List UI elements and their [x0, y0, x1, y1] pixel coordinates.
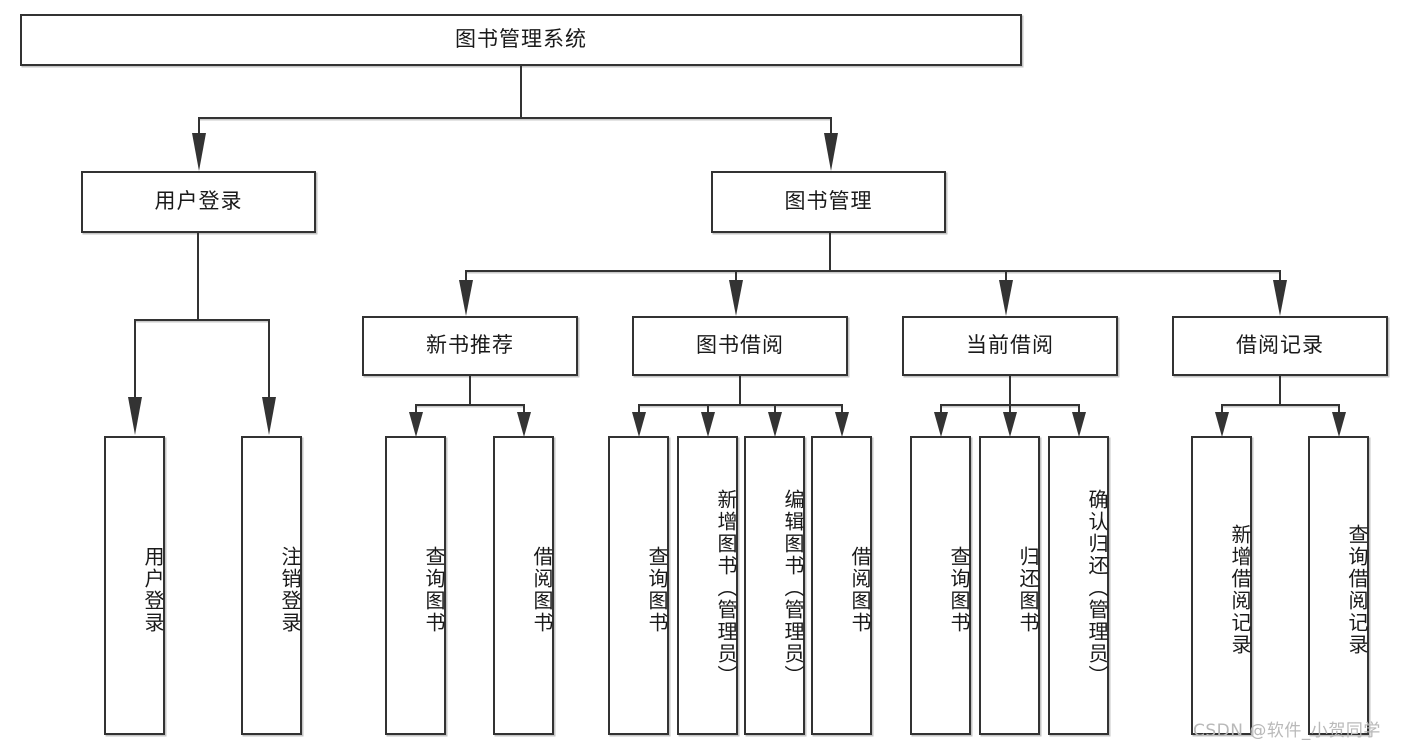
connector-new-book-drop-1	[415, 404, 417, 414]
connector-book-borrow-stem	[739, 376, 741, 405]
connector-level2-drop-borrow-record	[1279, 270, 1281, 282]
node-label: 借阅记录	[1236, 333, 1324, 358]
connector-current-borrow-drop-2	[1009, 404, 1011, 414]
connector-current-borrow-drop-1	[940, 404, 942, 414]
node-user-login[interactable]: 用户登录	[81, 171, 316, 233]
node-label: 当前借阅	[966, 333, 1054, 358]
node-label: 借阅图书	[530, 545, 554, 634]
node-current-borrow[interactable]: 当前借阅	[902, 316, 1118, 376]
node-leaf-user-logout[interactable]: 注销登录	[241, 436, 302, 735]
node-leaf-borrow-book-2[interactable]: 借阅图书	[811, 436, 872, 735]
node-leaf-query-book-1[interactable]: 查询图书	[385, 436, 446, 735]
connector-current-borrow-stem	[1009, 376, 1011, 405]
arrow-user-login	[192, 133, 206, 171]
connector-level2-drop-new-book	[465, 270, 467, 282]
node-new-book-recommend[interactable]: 新书推荐	[362, 316, 578, 376]
arrow-leaf-add-record	[1215, 412, 1229, 437]
arrow-leaf-return-book	[1003, 412, 1017, 437]
connector-borrow-record-stem	[1279, 376, 1281, 405]
connector-root-stem	[520, 66, 522, 118]
connector-book-manage-stem	[829, 233, 831, 271]
node-label: 查询图书	[947, 545, 971, 634]
connector-borrow-record-drop-2	[1338, 404, 1340, 414]
arrow-leaf-borrow-book-1	[517, 412, 531, 437]
connector-book-borrow-drop-1	[638, 404, 640, 414]
connector-new-book-stem	[469, 376, 471, 405]
connector-book-borrow-drop-2	[707, 404, 709, 414]
node-label: 编辑图书（管理员）	[781, 488, 805, 687]
connector-user-login-bus	[134, 319, 270, 321]
node-label: 借阅图书	[848, 545, 872, 634]
arrow-leaf-user-logout	[262, 397, 276, 435]
node-leaf-add-book[interactable]: 新增图书（管理员）	[677, 436, 738, 735]
connector-user-login-drop-2	[268, 319, 270, 399]
node-label: 查询借阅记录	[1345, 523, 1369, 656]
node-leaf-edit-book[interactable]: 编辑图书（管理员）	[744, 436, 805, 735]
node-label: 图书管理	[784, 189, 873, 214]
node-book-borrow[interactable]: 图书借阅	[632, 316, 848, 376]
node-leaf-add-record[interactable]: 新增借阅记录	[1191, 436, 1252, 735]
arrow-leaf-query-book-1	[409, 412, 423, 437]
node-label: 图书借阅	[696, 333, 784, 358]
node-label: 新增借阅记录	[1228, 523, 1252, 656]
node-label: 确认归还（管理员）	[1085, 488, 1109, 687]
node-book-manage[interactable]: 图书管理	[711, 171, 946, 233]
arrow-book-borrow	[729, 280, 743, 316]
connector-borrow-record-bus	[1221, 404, 1340, 406]
node-label: 新书推荐	[426, 333, 514, 358]
node-leaf-query-book-3[interactable]: 查询图书	[910, 436, 971, 735]
node-root[interactable]: 图书管理系统	[20, 14, 1022, 66]
arrow-leaf-user-login	[128, 397, 142, 435]
arrow-borrow-record	[1273, 280, 1287, 316]
connector-new-book-bus	[415, 404, 525, 406]
arrow-leaf-borrow-book-2	[835, 412, 849, 437]
node-borrow-record[interactable]: 借阅记录	[1172, 316, 1388, 376]
connector-book-borrow-bus	[638, 404, 843, 406]
connector-level2-drop-current-borrow	[1005, 270, 1007, 282]
arrow-leaf-edit-book	[768, 412, 782, 437]
connector-level1-bus	[198, 117, 832, 119]
watermark-csdn: CSDN @软件_小贺同学	[1193, 721, 1381, 741]
arrow-current-borrow	[999, 280, 1013, 316]
connector-new-book-drop-2	[523, 404, 525, 414]
connector-user-login-stem	[197, 233, 199, 320]
node-label: 用户登录	[154, 189, 243, 214]
arrow-book-manage	[824, 133, 838, 171]
arrow-leaf-query-book-2	[632, 412, 646, 437]
connector-user-login-drop-1	[134, 319, 136, 399]
node-leaf-return-book[interactable]: 归还图书	[979, 436, 1040, 735]
node-label: 注销登录	[278, 545, 302, 634]
connector-level1-drop-user-login	[198, 117, 200, 135]
node-label: 查询图书	[422, 545, 446, 634]
connector-level1-drop-book-manage	[830, 117, 832, 135]
node-label: 用户登录	[141, 545, 165, 634]
arrow-leaf-query-book-3	[934, 412, 948, 437]
node-label: 图书管理系统	[455, 27, 587, 52]
connector-level2-drop-book-borrow	[735, 270, 737, 282]
connector-borrow-record-drop-1	[1221, 404, 1223, 414]
node-leaf-query-record[interactable]: 查询借阅记录	[1308, 436, 1369, 735]
connector-current-borrow-drop-3	[1078, 404, 1080, 414]
node-label: 新增图书（管理员）	[714, 488, 738, 687]
node-label: 归还图书	[1016, 545, 1040, 634]
connector-book-borrow-drop-3	[774, 404, 776, 414]
node-leaf-user-login[interactable]: 用户登录	[104, 436, 165, 735]
arrow-leaf-confirm-return	[1072, 412, 1086, 437]
node-leaf-query-book-2[interactable]: 查询图书	[608, 436, 669, 735]
connector-level2-bus	[465, 270, 1281, 272]
arrow-leaf-query-record	[1332, 412, 1346, 437]
arrow-new-book-recommend	[459, 280, 473, 316]
connector-book-borrow-drop-4	[841, 404, 843, 414]
node-label: 查询图书	[645, 545, 669, 634]
node-leaf-borrow-book-1[interactable]: 借阅图书	[493, 436, 554, 735]
node-leaf-confirm-return[interactable]: 确认归还（管理员）	[1048, 436, 1109, 735]
arrow-leaf-add-book	[701, 412, 715, 437]
